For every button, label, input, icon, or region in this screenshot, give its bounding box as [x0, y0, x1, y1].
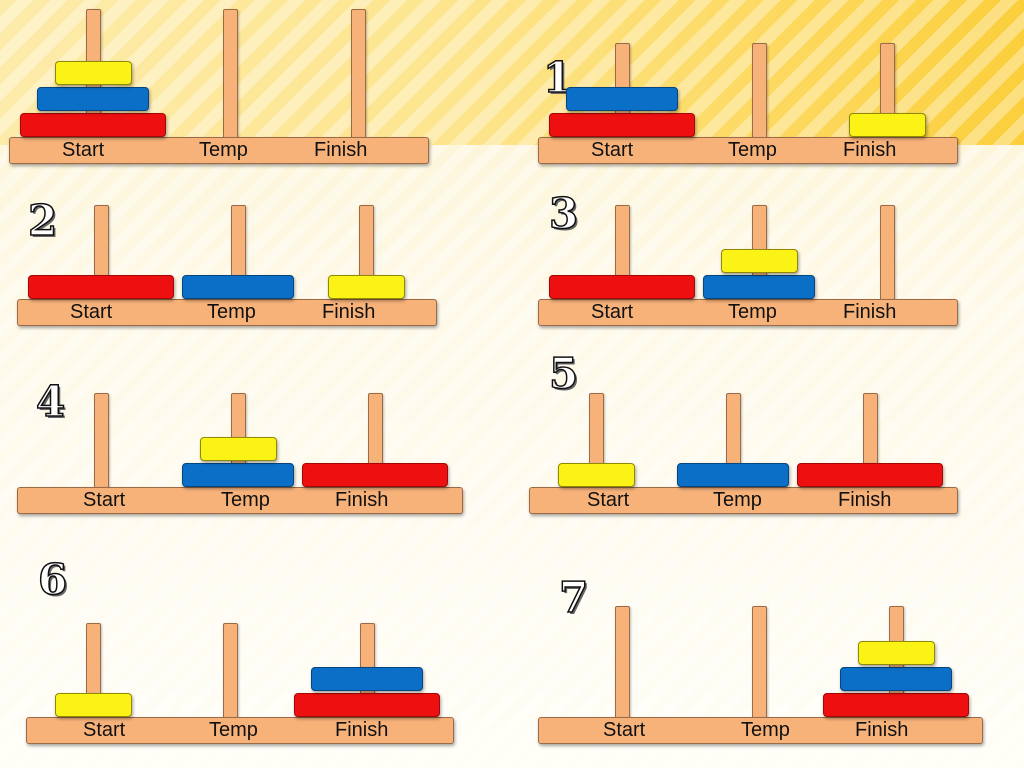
base-board [17, 487, 463, 514]
blue-disk [182, 275, 294, 299]
peg-finish [880, 205, 895, 301]
label-finish: Finish [855, 719, 909, 741]
red-disk [302, 463, 448, 487]
label-start: Start [591, 301, 634, 323]
label-finish: Finish [314, 139, 368, 161]
blue-disk [840, 667, 952, 691]
blue-disk [311, 667, 423, 691]
peg-temp [223, 623, 238, 719]
peg-temp [752, 606, 767, 719]
red-disk [294, 693, 440, 717]
label-start: Start [587, 489, 630, 511]
label-start: Start [591, 139, 634, 161]
yellow-disk [848, 113, 926, 137]
step-number-6: 6 [37, 555, 68, 604]
label-finish: Finish [335, 489, 389, 511]
yellow-disk [199, 437, 277, 461]
label-start: Start [603, 719, 646, 741]
red-disk [797, 463, 943, 487]
base-board [17, 299, 437, 326]
yellow-disk [557, 463, 635, 487]
blue-disk [566, 87, 678, 111]
label-temp: Temp [741, 719, 790, 741]
yellow-disk [857, 641, 935, 665]
step-number-7: 7 [558, 573, 589, 622]
peg-start [615, 606, 630, 719]
label-temp: Temp [221, 489, 270, 511]
label-start: Start [83, 719, 126, 741]
peg-finish [351, 9, 366, 139]
label-start: Start [62, 139, 105, 161]
red-disk [549, 275, 695, 299]
blue-disk [37, 87, 149, 111]
step-number-3: 3 [548, 189, 579, 238]
label-finish: Finish [838, 489, 892, 511]
label-temp: Temp [728, 301, 777, 323]
blue-disk [703, 275, 815, 299]
label-temp: Temp [209, 719, 258, 741]
yellow-disk [720, 249, 798, 273]
red-disk [823, 693, 969, 717]
peg-temp [223, 9, 238, 139]
peg-temp [752, 43, 767, 139]
base-board [538, 717, 983, 744]
label-temp: Temp [713, 489, 762, 511]
yellow-disk [327, 275, 405, 299]
base-board [538, 299, 958, 326]
label-temp: Temp [207, 301, 256, 323]
label-finish: Finish [843, 301, 897, 323]
red-disk [549, 113, 695, 137]
base-board [529, 487, 958, 514]
step-number-4: 4 [35, 377, 66, 426]
label-temp: Temp [728, 139, 777, 161]
yellow-disk [54, 61, 132, 85]
step-number-5: 5 [548, 349, 579, 398]
yellow-disk [54, 693, 132, 717]
base-board [538, 137, 958, 164]
step-number-2: 2 [27, 196, 58, 245]
red-disk [28, 275, 174, 299]
peg-start [94, 393, 109, 489]
label-start: Start [83, 489, 126, 511]
red-disk [20, 113, 166, 137]
blue-disk [182, 463, 294, 487]
base-board [26, 717, 454, 744]
label-finish: Finish [335, 719, 389, 741]
label-start: Start [70, 301, 113, 323]
label-temp: Temp [199, 139, 248, 161]
blue-disk [677, 463, 789, 487]
label-finish: Finish [843, 139, 897, 161]
base-board [9, 137, 429, 164]
label-finish: Finish [322, 301, 376, 323]
